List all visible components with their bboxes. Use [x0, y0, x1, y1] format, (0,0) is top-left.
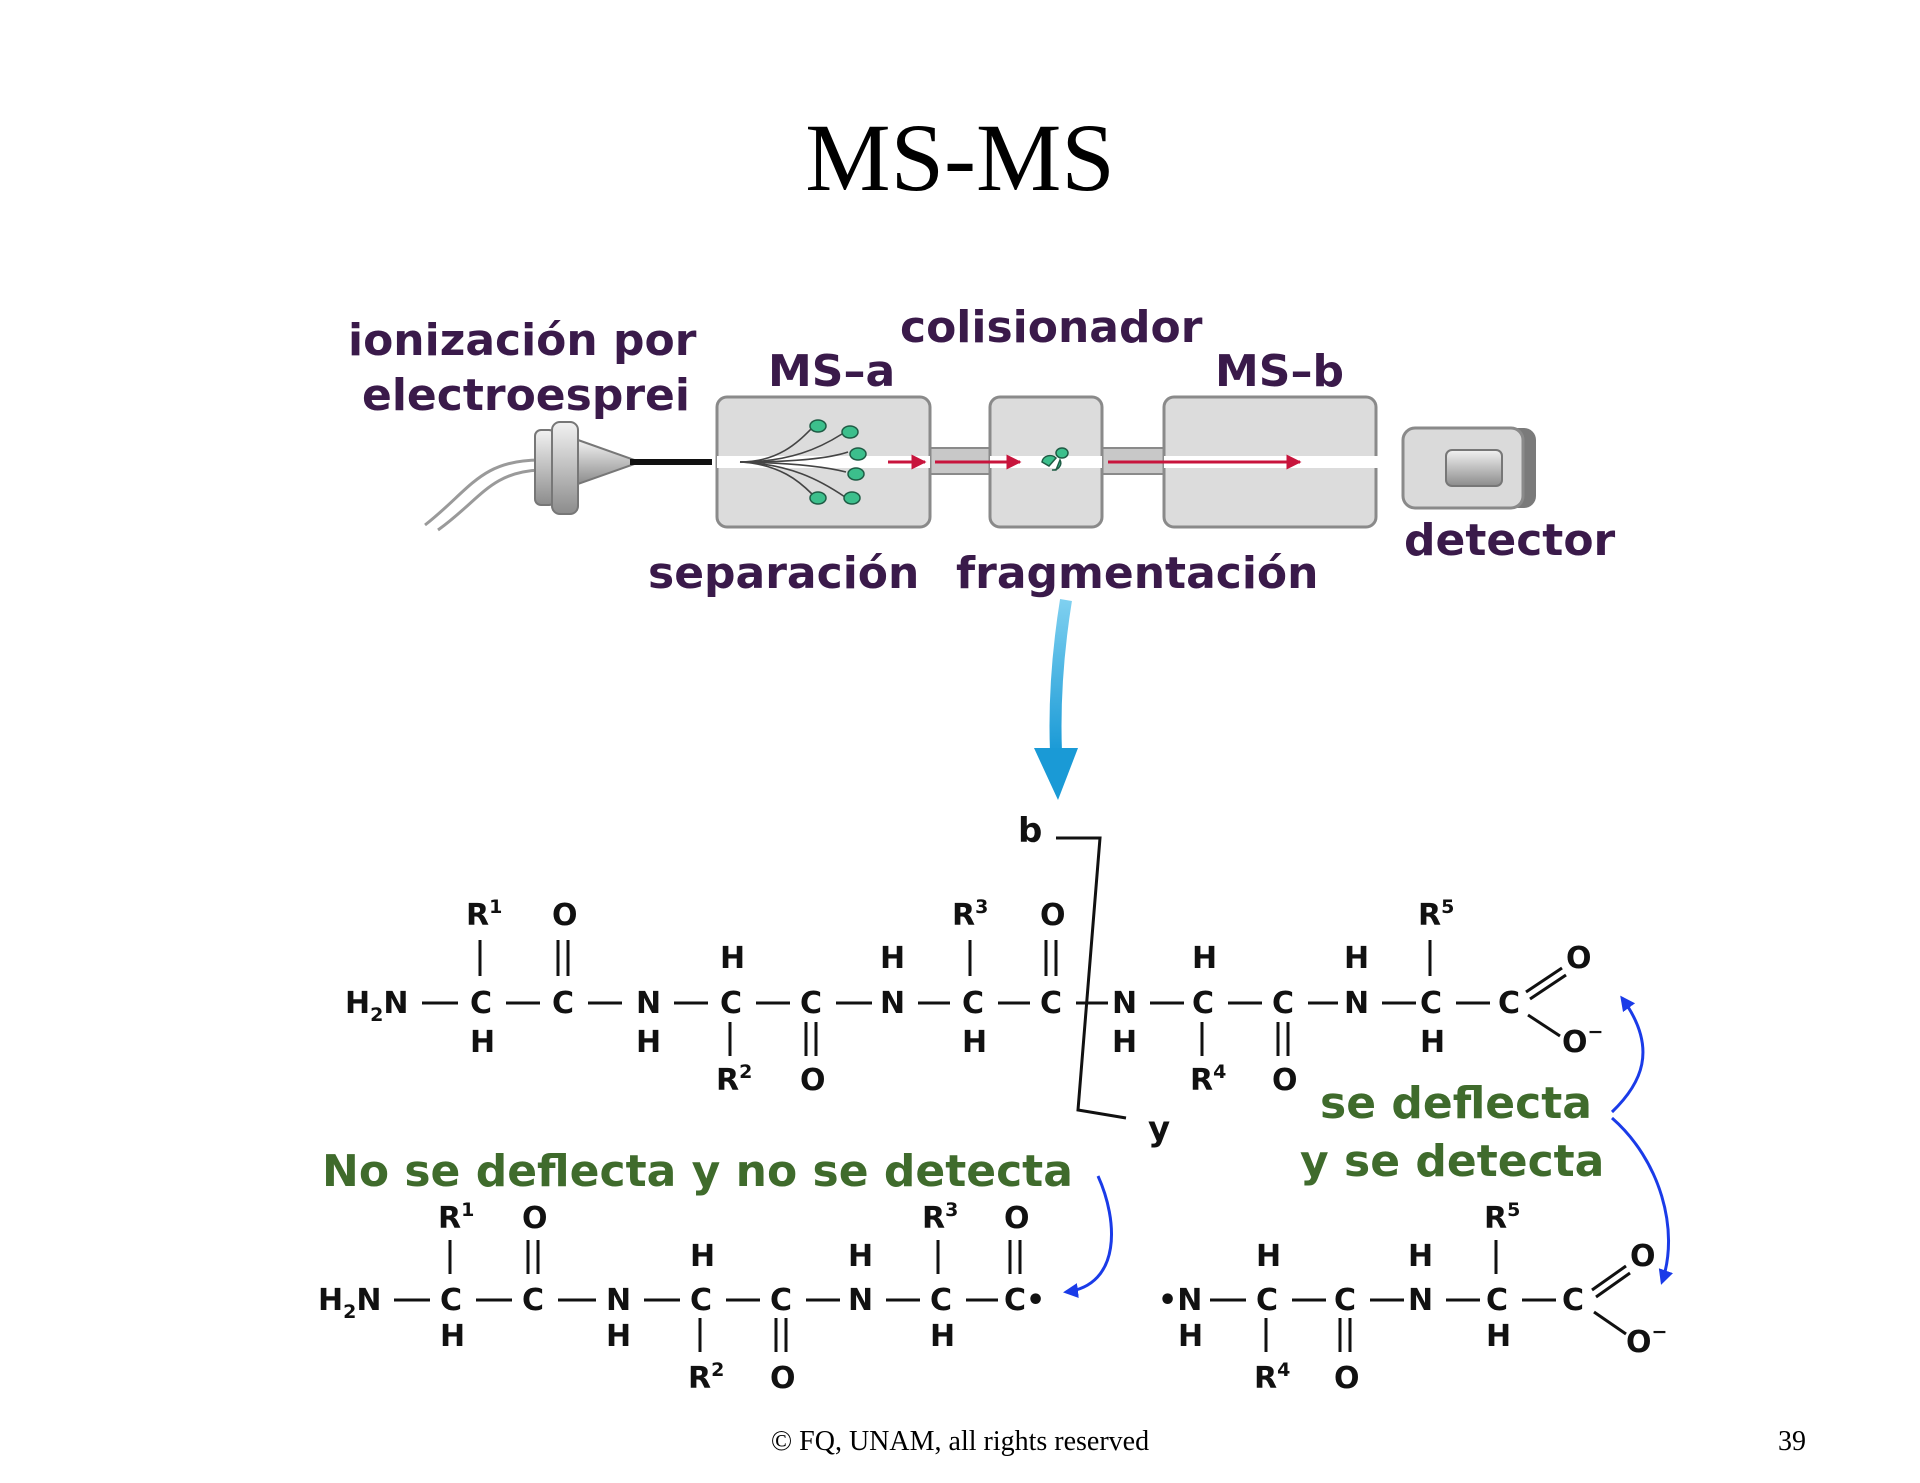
atom: H	[1344, 941, 1369, 976]
atom: C	[522, 1283, 544, 1318]
detector-device	[1401, 426, 1536, 510]
atom: O	[522, 1201, 548, 1236]
page-number: 39	[1778, 1426, 1806, 1457]
collider-label: colisionador	[900, 302, 1203, 353]
atom: O−	[1562, 1021, 1603, 1060]
atom: C	[440, 1283, 462, 1318]
atom: H	[440, 1319, 465, 1354]
atom: H	[1178, 1319, 1203, 1354]
atom: O	[770, 1361, 796, 1396]
atom: R2	[688, 1359, 724, 1396]
transition-arrow	[1034, 599, 1078, 800]
atom: N	[880, 986, 905, 1021]
not-detected-label: No se deflecta y no se detecta	[322, 1146, 1073, 1197]
atom: O	[800, 1063, 826, 1098]
ionization-label-line1: ionización por	[348, 315, 697, 366]
atom: R4	[1190, 1061, 1226, 1098]
peptide-structure: b y H2N C C N C C N C C N C C	[345, 811, 1603, 1149]
annotation-arrows	[1063, 995, 1674, 1298]
separation-label: separación	[648, 548, 919, 599]
atom: N	[1112, 986, 1137, 1021]
page-title: MS-MS	[805, 104, 1114, 211]
atom: O	[1004, 1201, 1030, 1236]
cleavage-y-label: y	[1148, 1109, 1170, 1149]
atom: O	[1272, 1063, 1298, 1098]
atom: H	[1408, 1239, 1433, 1274]
atom: H	[1192, 941, 1217, 976]
atom: C	[720, 986, 742, 1021]
atom: O	[552, 898, 578, 933]
atom: C	[1498, 986, 1520, 1021]
fragmentation-label: fragmentación	[956, 548, 1318, 599]
detected-label-line1: se deflecta	[1320, 1078, 1592, 1129]
atom: R1	[438, 1199, 474, 1236]
atom: C	[800, 986, 822, 1021]
atom: N	[1344, 986, 1369, 1021]
ion-spray	[739, 427, 849, 498]
atom: R3	[952, 896, 988, 933]
atom: H	[470, 1025, 495, 1060]
atom: H	[636, 1025, 661, 1060]
instrument-diagram: ionización por electroesprei MS–a colisi…	[348, 302, 1616, 599]
atom: H2N	[345, 986, 408, 1026]
atom: R5	[1484, 1199, 1520, 1236]
b-fragment-structure: H2N C C N C C N C C• R1 O H H R3 O H H R…	[318, 1199, 1045, 1396]
atom: H	[962, 1025, 987, 1060]
atom: C	[1486, 1283, 1508, 1318]
atom: N	[636, 986, 661, 1021]
atom: H	[848, 1239, 873, 1274]
atom: C	[470, 986, 492, 1021]
atom: C	[1272, 986, 1294, 1021]
ms-a-label: MS–a	[768, 346, 895, 397]
atom: N	[606, 1283, 631, 1318]
atom: O−	[1626, 1321, 1667, 1360]
y-fragment-structure: •N C C N C C O O− H H R5 H R4 O H	[1158, 1199, 1667, 1396]
ms-b-label: MS–b	[1215, 346, 1344, 397]
atom: C	[1256, 1283, 1278, 1318]
atom: H	[606, 1319, 631, 1354]
atom: C	[1192, 986, 1214, 1021]
atom: H	[880, 941, 905, 976]
atom: C	[1334, 1283, 1356, 1318]
atom: O	[1630, 1239, 1656, 1274]
atom: C	[1420, 986, 1442, 1021]
atom: R1	[466, 896, 502, 933]
atom: H	[1112, 1025, 1137, 1060]
atom: C	[930, 1283, 952, 1318]
ionization-label-line2: electroesprei	[362, 370, 690, 421]
atom: H	[1256, 1239, 1281, 1274]
atom: C	[770, 1283, 792, 1318]
atom: C	[552, 986, 574, 1021]
atom: C	[1040, 986, 1062, 1021]
atom: H	[1486, 1319, 1511, 1354]
atom: C	[962, 986, 984, 1021]
atom: H	[930, 1319, 955, 1354]
atom: O	[1334, 1361, 1360, 1396]
cleavage-b-label: b	[1018, 811, 1042, 851]
detector-label: detector	[1404, 515, 1616, 566]
fragments	[1041, 447, 1069, 471]
atom: R4	[1254, 1359, 1290, 1396]
atom: C	[1562, 1283, 1584, 1318]
atom: N	[848, 1283, 873, 1318]
atom: R2	[716, 1061, 752, 1098]
atom: H	[690, 1239, 715, 1274]
detected-label-line2: y se detecta	[1300, 1136, 1604, 1187]
atom: O	[1040, 898, 1066, 933]
ions	[809, 419, 867, 505]
copyright-footer: © FQ, UNAM, all rights reserved	[771, 1426, 1149, 1457]
atom: H	[1420, 1025, 1445, 1060]
atom: R5	[1418, 896, 1454, 933]
atom: H2N	[318, 1283, 381, 1323]
atom: O	[1566, 941, 1592, 976]
atom: N	[1408, 1283, 1433, 1318]
atom: C	[690, 1283, 712, 1318]
atom: R3	[922, 1199, 958, 1236]
atom: C•	[1004, 1283, 1045, 1318]
atom: H	[720, 941, 745, 976]
electrospray-source	[534, 421, 712, 515]
atom: •N	[1158, 1283, 1202, 1318]
